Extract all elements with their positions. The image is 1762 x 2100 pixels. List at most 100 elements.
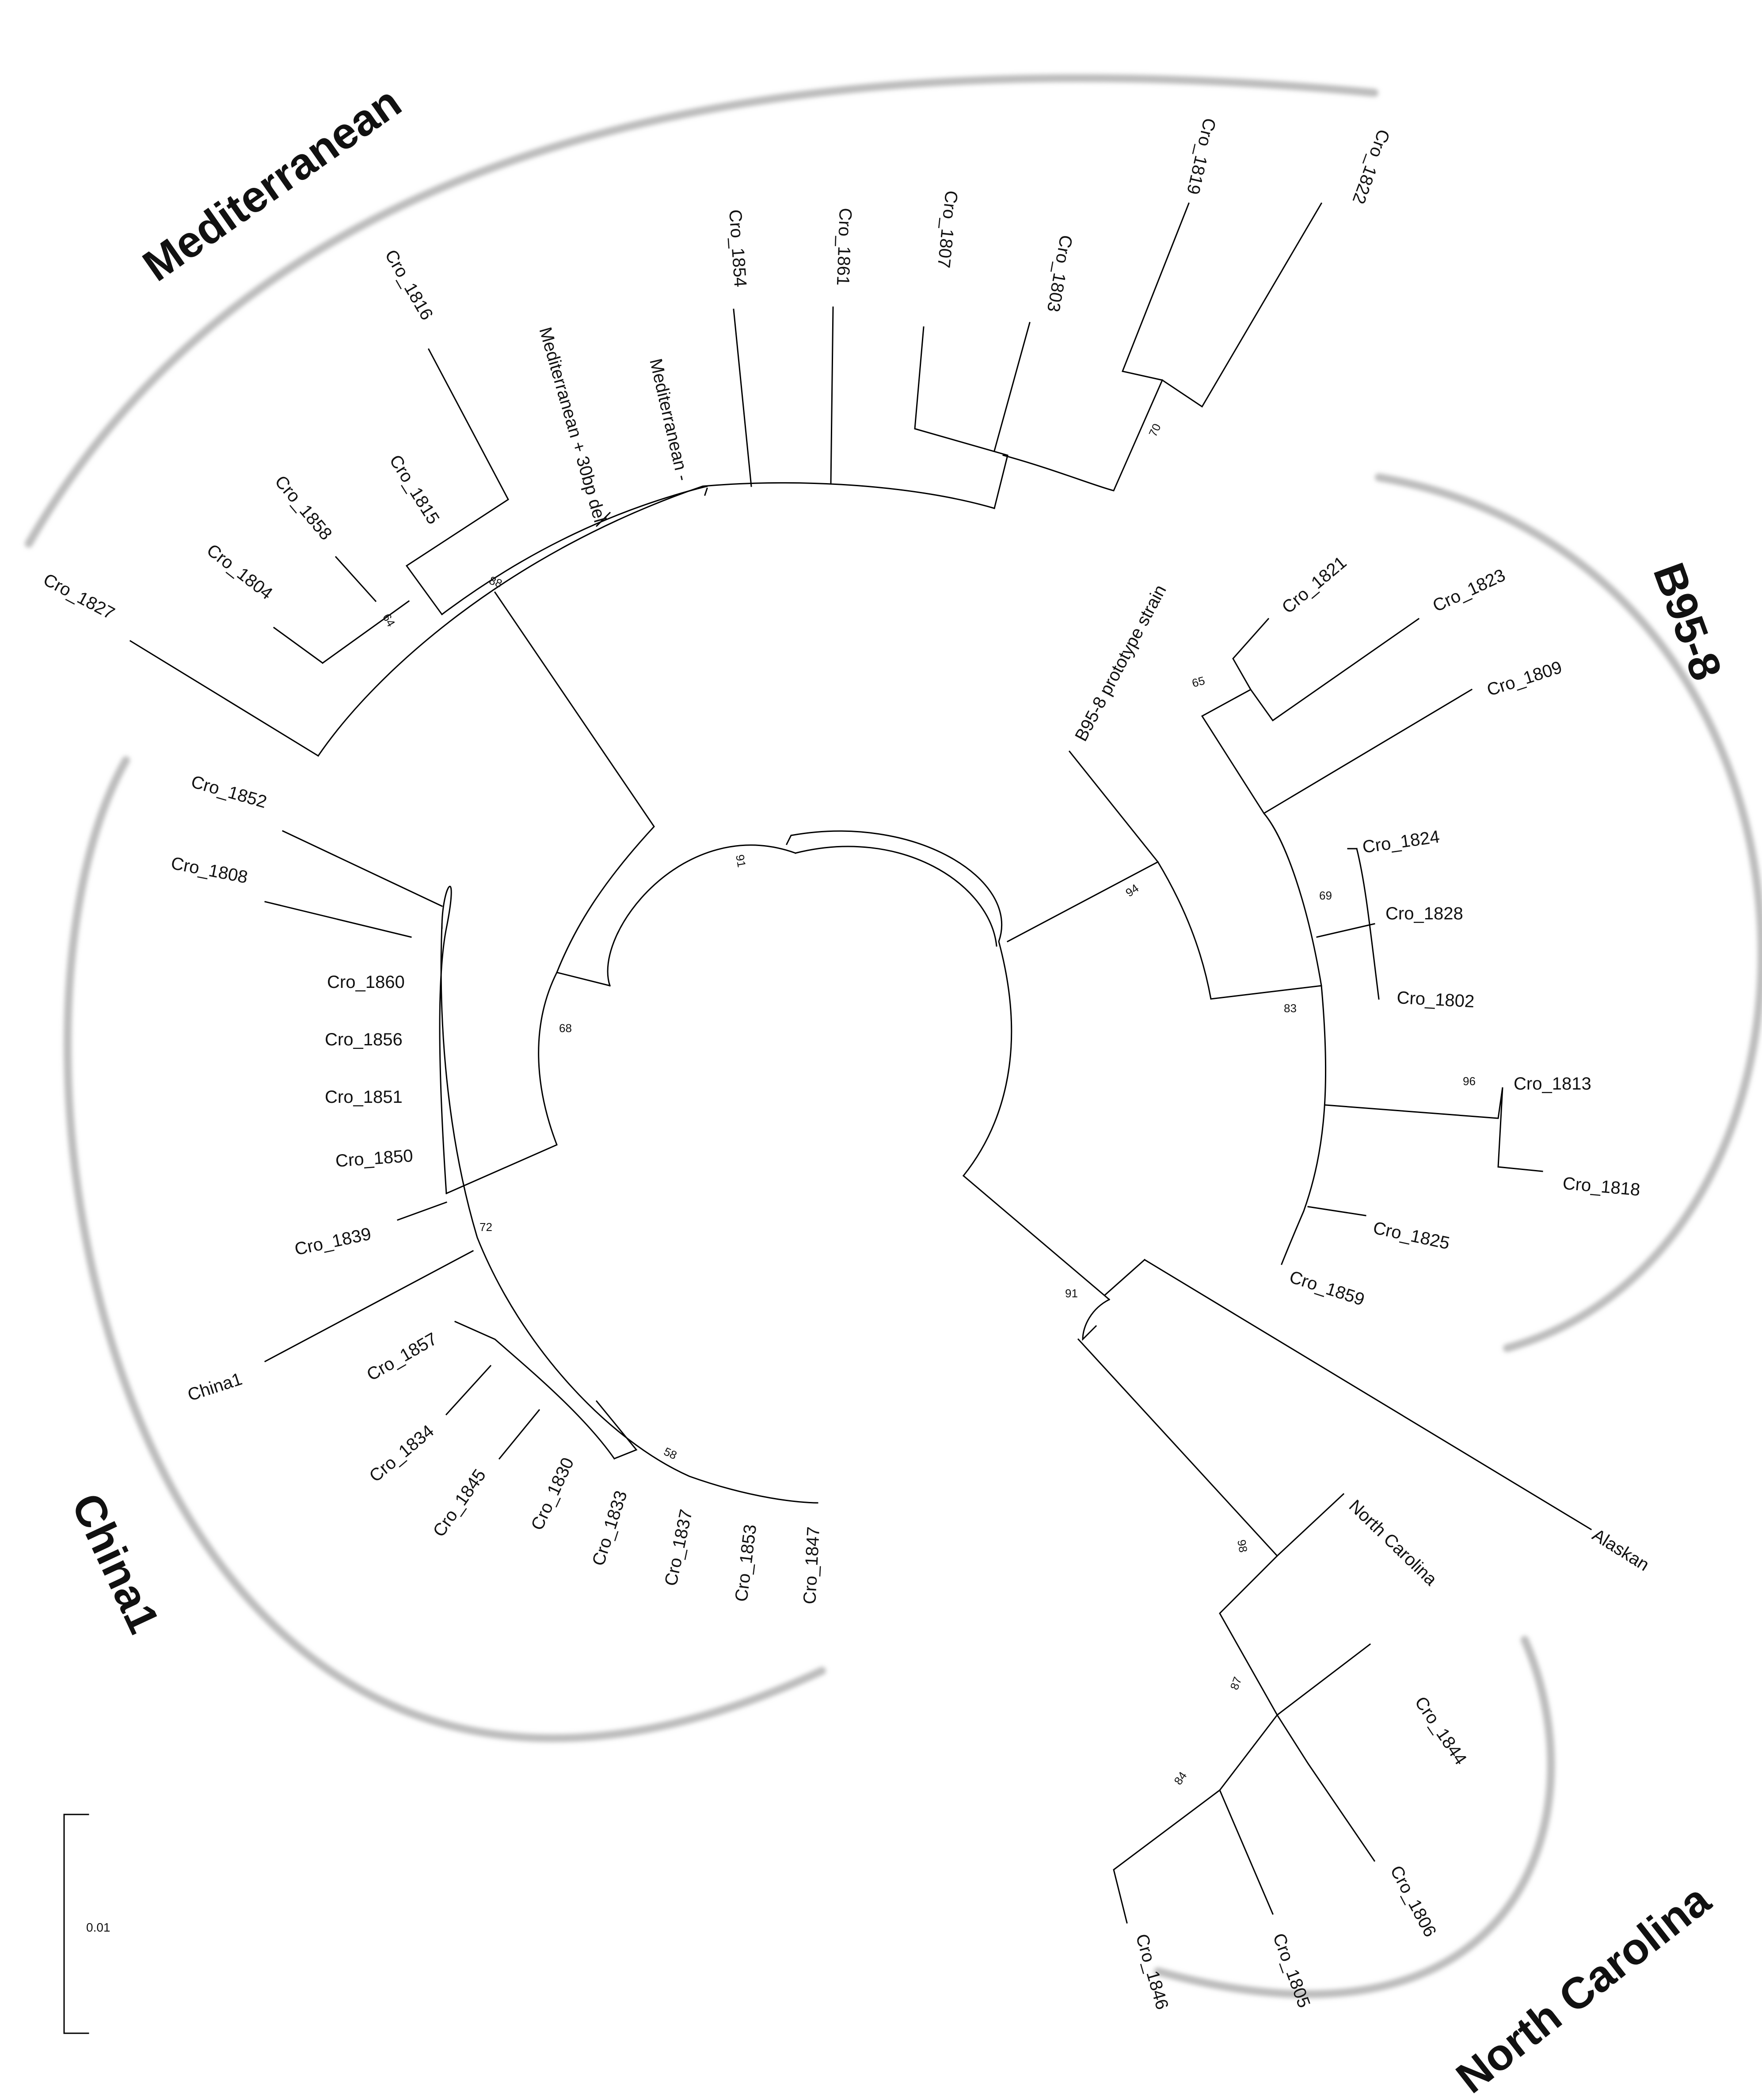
leaf-label-cro1823: Cro_1823 (1430, 565, 1508, 616)
branch-china-sub (454, 1321, 616, 1460)
branch-cro1852 (282, 830, 443, 907)
support-84: 84 (1171, 1769, 1189, 1787)
branch-b958-proto (1068, 750, 1159, 863)
branch-mediterranean-arc-dup (441, 485, 708, 616)
scale-bar: 0.01 (63, 1814, 110, 2034)
branch-med-minus (704, 488, 708, 496)
support-88: 88 (487, 573, 504, 590)
leaf-label-cro1809: Cro_1809 (1484, 657, 1564, 700)
branch-to-mediterranean-node (494, 591, 655, 973)
leaf-label-china1: China1 (185, 1369, 244, 1405)
branch-cro1815-stem (405, 348, 509, 616)
leaf-label-med-minus: Mediterranean - (646, 357, 693, 483)
branch-cro1854 (733, 309, 752, 487)
b958-clade-arc (1375, 473, 1762, 1352)
leaf-labels: Cro_1822 Cro_1819 Cro_1803 Cro_1807 Cro_… (40, 116, 1652, 2012)
leaf-label-cro1821: Cro_1821 (1279, 553, 1351, 617)
support-68: 68 (559, 1021, 572, 1035)
branch-cro1858 (335, 556, 377, 602)
support-91-nc: 91 (1065, 1287, 1078, 1300)
support-94: 94 (1123, 881, 1141, 899)
branch-root-arc-outer (785, 830, 1012, 1177)
branch-china1 (264, 1250, 474, 1363)
support-87: 87 (1227, 1675, 1244, 1692)
leaf-label-cro1804: Cro_1804 (203, 540, 276, 603)
support-96: 96 (1463, 1075, 1476, 1088)
branch-98-node (1077, 1338, 1345, 1557)
leaf-label-cro1816: Cro_1816 (381, 247, 437, 324)
leaf-label-cro1819: Cro_1819 (1183, 116, 1219, 196)
branch-cro1839 (397, 1201, 447, 1221)
scale-bar-line (63, 1814, 89, 2034)
branch-cro1845 (498, 1409, 540, 1460)
branch-cro1804 (273, 626, 324, 664)
leaf-label-cro1803: Cro_1803 (1043, 233, 1076, 313)
leaf-label-cro1847: Cro_1847 (800, 1526, 823, 1605)
leaf-label-cro1857: Cro_1857 (364, 1329, 441, 1385)
support-72: 72 (480, 1220, 492, 1234)
leaf-label-cro1861: Cro_1861 (833, 208, 855, 286)
branch-cro1825 (1307, 1206, 1366, 1216)
support-70: 70 (1146, 422, 1163, 439)
branch-nc-stem (962, 1174, 1111, 1301)
support-65: 65 (1191, 674, 1206, 690)
leaf-label-cro1859: Cro_1859 (1287, 1267, 1367, 1310)
leaf-label-cro1851: Cro_1851 (325, 1087, 403, 1107)
leaf-label-cro1807: Cro_1807 (934, 190, 961, 269)
clade-label-mediterranean: Mediterranean (134, 77, 410, 291)
support-91-root: 91 (733, 854, 749, 869)
leaf-label-cro1856: Cro_1856 (325, 1030, 403, 1049)
branch-83-upper (1201, 688, 1322, 987)
branch-cro1822 (1161, 202, 1323, 408)
leaf-label-cro1858: Cro_1858 (271, 472, 336, 544)
branch-alaskan (1143, 1258, 1592, 1531)
leaf-label-cro1822: Cro_1822 (1348, 127, 1393, 206)
branch-left-stem (445, 972, 611, 1194)
leaf-label-cro1833: Cro_1833 (589, 1488, 631, 1568)
branch-china-arc (440, 923, 818, 1504)
clade-label-b958: B95-8 (1644, 556, 1731, 686)
support-98: 98 (1235, 1539, 1250, 1554)
leaf-label-cro1818: Cro_1818 (1562, 1174, 1641, 1200)
branch-87-node (1219, 1555, 1371, 1716)
branch-91-node (1082, 1258, 1146, 1341)
branch-cro1834 (445, 1364, 492, 1416)
leaf-label-cro1813: Cro_1813 (1514, 1074, 1591, 1094)
branch-med-plus (595, 511, 611, 527)
branch-65-node (1232, 617, 1420, 722)
clade-label-north-carolina: North Carolina (1447, 1875, 1720, 2100)
branch-cro1803 (993, 322, 1031, 452)
leaf-label-cro1808: Cro_1808 (169, 854, 249, 888)
tree-branches (129, 202, 1592, 1924)
leaf-label-cro1824: Cro_1824 (1361, 827, 1441, 857)
mediterranean-clade-arc (25, 74, 1378, 548)
leaf-label-cro1815: Cro_1815 (385, 451, 443, 527)
leaf-label-cro1828: Cro_1828 (1385, 904, 1463, 923)
leaf-label-cro1852: Cro_1852 (189, 772, 269, 812)
scale-bar-label: 0.01 (86, 1921, 110, 1934)
branch-cro1806 (1276, 1714, 1376, 1862)
branch-cro1809 (1263, 688, 1473, 815)
china1-clade-arc (63, 756, 826, 1742)
branch-b958-arc (1157, 861, 1327, 1265)
branch-96-node (1325, 1087, 1543, 1172)
support-69: 69 (1319, 889, 1332, 902)
leaf-label-cro1830: Cro_1830 (527, 1455, 578, 1533)
leaf-label-cro1806: Cro_1806 (1386, 1863, 1440, 1940)
leaf-label-cro1839: Cro_1839 (293, 1224, 373, 1259)
branch-58-node (595, 1400, 638, 1460)
leaf-label-cro1850: Cro_1850 (335, 1146, 414, 1171)
branch-64-node (321, 600, 410, 664)
leaf-label-cro1853: Cro_1853 (731, 1523, 760, 1603)
clade-arcs (25, 74, 1762, 1998)
leaf-label-cro1837: Cro_1837 (661, 1508, 696, 1588)
branch-mediterranean-arc (317, 482, 995, 757)
leaf-label-cro1802: Cro_1802 (1397, 988, 1475, 1011)
leaf-label-north-carolina: North Carolina (1345, 1496, 1441, 1589)
branch-root-arc-inner (607, 844, 997, 987)
north-carolina-clade-arc (1154, 1636, 1555, 1998)
branch-cro1827 (129, 640, 320, 757)
branch-china-backbone (439, 885, 452, 1194)
branch-69-node (1316, 848, 1380, 1000)
